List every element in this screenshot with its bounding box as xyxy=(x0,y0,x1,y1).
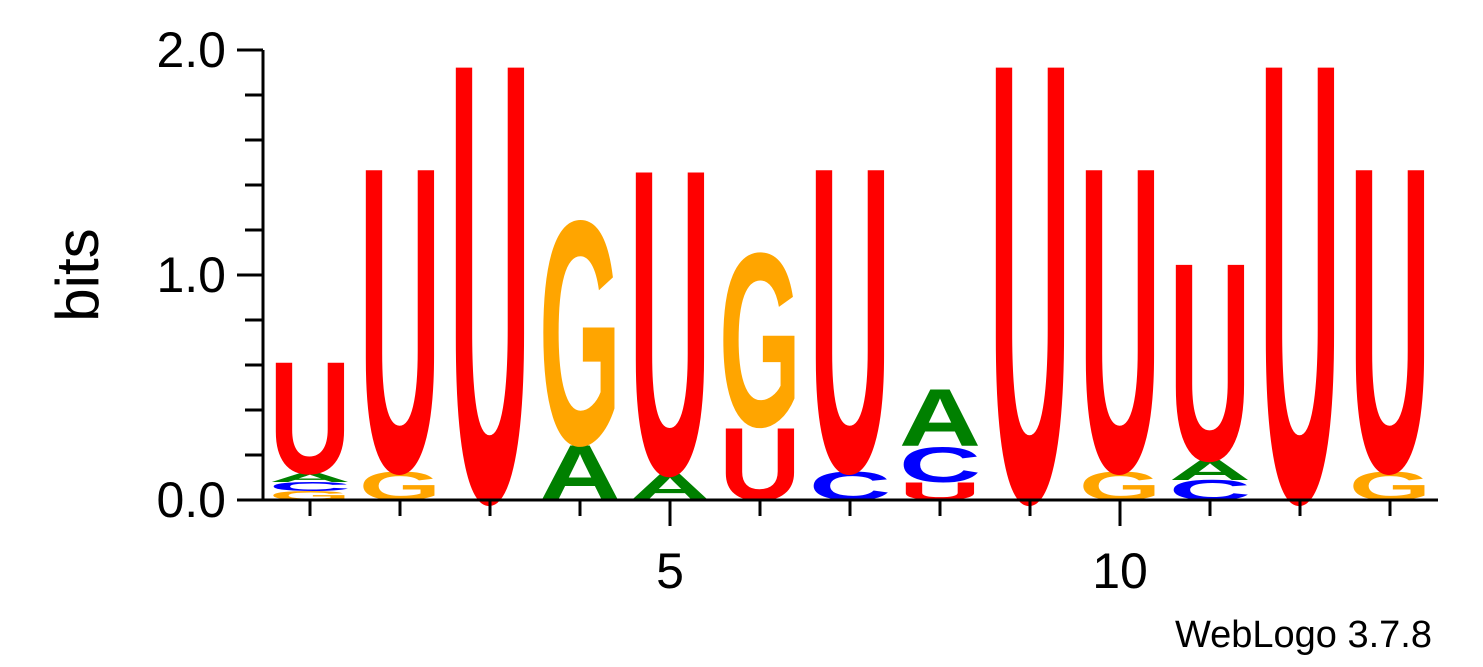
logo-letter-a: A xyxy=(269,471,351,485)
y-tick-label: 0.0 xyxy=(156,472,226,528)
logo-letter-u: U xyxy=(809,76,891,564)
y-axis-label: bits xyxy=(44,228,111,321)
logo-letter-u: U xyxy=(989,0,1071,634)
logo-letter-u: U xyxy=(1349,76,1431,564)
x-ticks: 5 10 xyxy=(308,500,1392,599)
logo-letter-a: A xyxy=(899,373,981,464)
logo-letter-u: U xyxy=(629,79,711,567)
logo-letter-u: U xyxy=(359,76,441,564)
y-ticks: 0.0 1.0 2.0 xyxy=(156,22,263,528)
weblogo-credit: WebLogo 3.7.8 xyxy=(1175,614,1432,656)
logo-letter-g: G xyxy=(719,203,801,480)
logo-letter-c: C xyxy=(899,436,981,493)
logo-letter-u: U xyxy=(449,0,531,634)
y-tick-label: 2.0 xyxy=(156,22,226,78)
logo-letter-u: U xyxy=(269,329,351,508)
logo-letter-u: U xyxy=(1259,0,1341,634)
logo-letter-a: A xyxy=(1169,454,1251,486)
x-tick-label: 10 xyxy=(1092,543,1148,599)
logo-letter-g: G xyxy=(539,155,621,513)
logo-letter-u: U xyxy=(1169,204,1251,520)
y-tick-label: 1.0 xyxy=(156,247,226,303)
x-tick-label: 5 xyxy=(656,543,684,599)
logo-letter-c: C xyxy=(269,480,351,494)
logo-letter-u: U xyxy=(1079,76,1161,564)
